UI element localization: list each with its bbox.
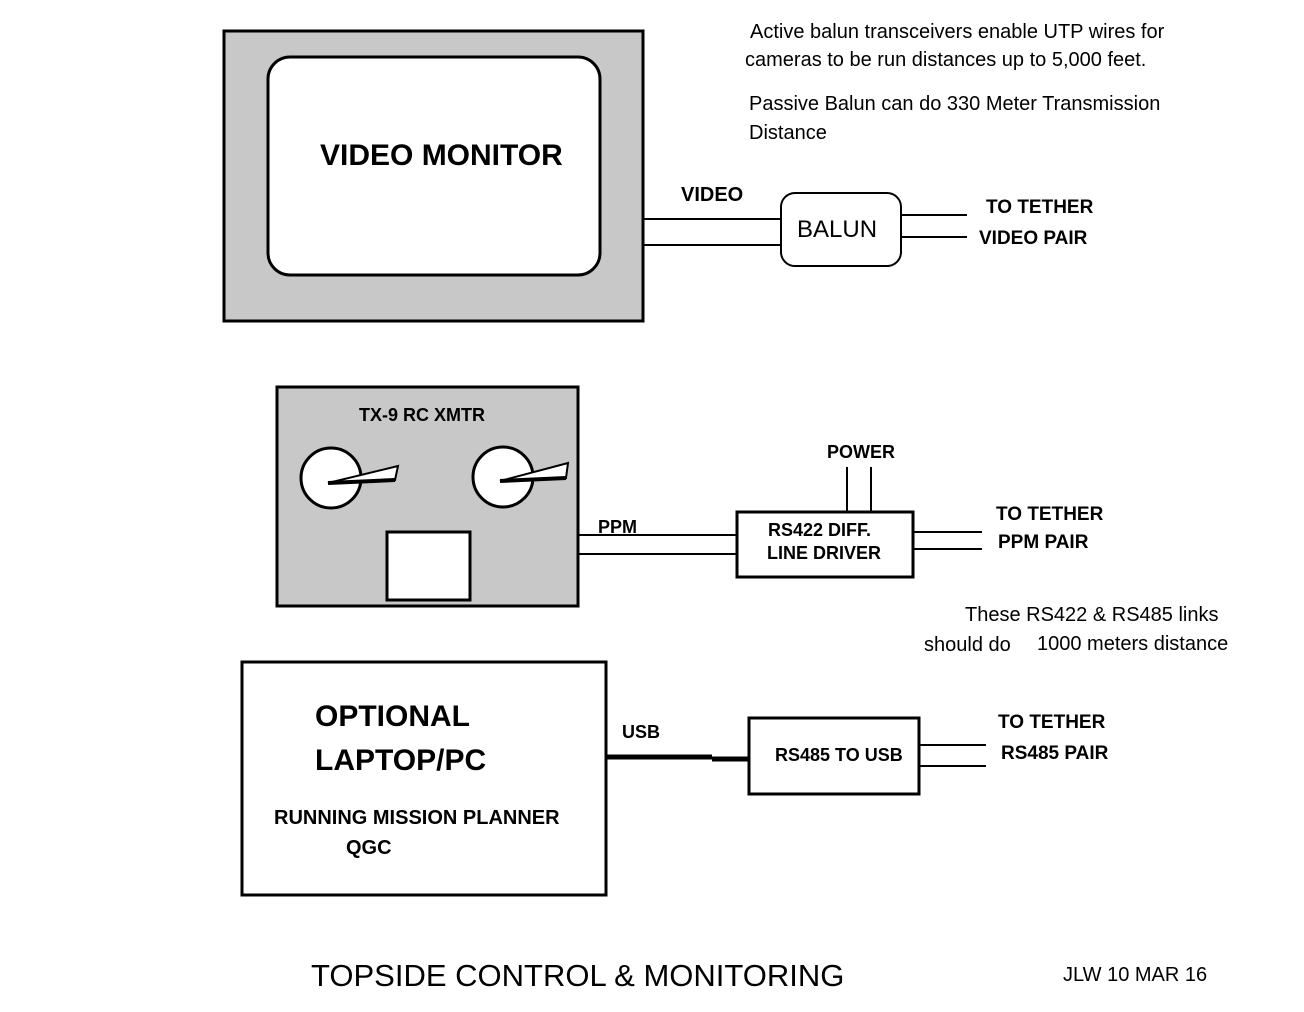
passive-balun-note-line1: Passive Balun can do 330 Meter Transmiss… (749, 93, 1161, 115)
usb-link-label: USB (622, 722, 661, 742)
active-balun-note-line1: Active balun transceivers enable UTP wir… (750, 21, 1165, 43)
rs485-tether-label: TO TETHER (998, 712, 1106, 733)
left-stick-needle-edge (327, 478, 396, 485)
author-date: JLW 10 MAR 16 (1063, 964, 1208, 986)
rs485-converter-label: RS485 TO USB (775, 745, 903, 765)
video-tether-label: TO TETHER (986, 197, 1094, 218)
video-link-label: VIDEO (681, 184, 744, 206)
video-monitor-label: VIDEO MONITOR (320, 139, 563, 172)
ppm-tether-label: TO TETHER (996, 504, 1104, 525)
laptop-box (240, 660, 608, 897)
ppm-link-label: PPM (598, 517, 638, 537)
balun-label: BALUN (797, 216, 878, 243)
transmitter-display (385, 530, 472, 602)
line-driver-box (735, 510, 915, 579)
ppm-pair-label: PPM PAIR (998, 532, 1089, 553)
rs-links-note-line2b: 1000 meters distance (1037, 633, 1229, 655)
transmitter-label: TX-9 RC XMTR (359, 405, 485, 425)
rs485-pair-label: RS485 PAIR (1001, 743, 1109, 764)
right-stick-needle-edge (499, 476, 567, 483)
active-balun-note-line2: cameras to be run distances up to 5,000 … (745, 49, 1147, 71)
balun-box (780, 192, 902, 267)
rs-links-note-line1: These RS422 & RS485 links (965, 604, 1219, 626)
video-monitor-screen (266, 55, 602, 277)
line-driver-label-line1: RS422 DIFF. (768, 520, 872, 540)
passive-balun-note-line2: Distance (749, 122, 827, 144)
laptop-qgc-label: QGC (346, 837, 392, 859)
diagram-title: TOPSIDE CONTROL & MONITORING (311, 958, 845, 993)
line-driver-label-line2: LINE DRIVER (767, 543, 882, 563)
laptop-software-label: RUNNING MISSION PLANNER (274, 807, 560, 829)
video-pair-label: VIDEO PAIR (979, 228, 1088, 249)
laptop-label-line2: LAPTOP/PC (315, 744, 487, 777)
rs485-converter-box (747, 716, 921, 796)
laptop-label-line1: OPTIONAL (315, 700, 470, 733)
power-label: POWER (827, 442, 896, 462)
rs-links-note-line2a: should do (924, 634, 1011, 656)
